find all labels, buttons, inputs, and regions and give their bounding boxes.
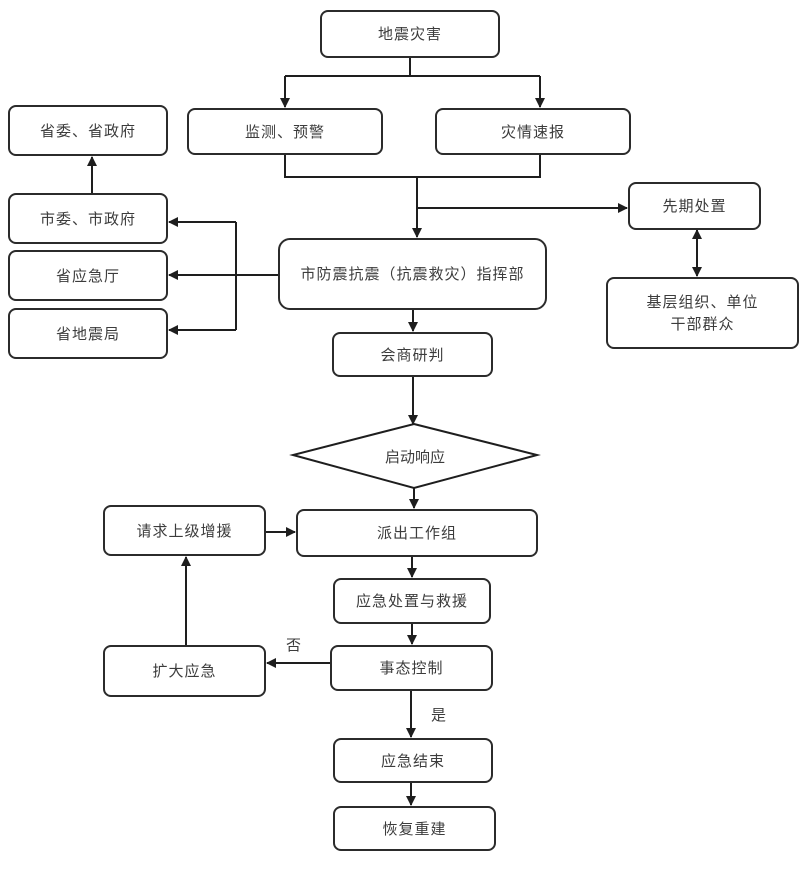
node-province-gov: 省委、省政府 — [8, 105, 168, 156]
node-province-seismic: 省地震局 — [8, 308, 168, 359]
node-dispatch-label: 派出工作组 — [376, 524, 457, 542]
node-disaster-label: 地震灾害 — [377, 25, 442, 43]
node-province-emergency: 省应急厅 — [8, 250, 168, 301]
node-rescue-label: 应急处置与救援 — [355, 592, 468, 610]
node-province-emergency-label: 省应急厅 — [55, 266, 120, 285]
node-grassroots: 基层组织、单位 干部群众 — [606, 277, 799, 349]
node-report-label: 灾情速报 — [500, 122, 565, 141]
node-grassroots-line1: 基层组织、单位 — [646, 293, 759, 311]
node-city-gov: 市委、市政府 — [8, 193, 168, 244]
node-control-label: 事态控制 — [379, 659, 444, 677]
edge-label-yes: 是 — [431, 706, 447, 724]
node-province-seismic-label: 省地震局 — [55, 324, 120, 343]
node-start-response-label: 启动响应 — [384, 447, 445, 466]
edge-label-no: 否 — [286, 636, 302, 654]
node-grassroots-line2: 干部群众 — [670, 315, 735, 333]
edge-command-left — [235, 222, 278, 330]
node-city-gov-label: 市委、市政府 — [39, 209, 136, 228]
node-report: 灾情速报 — [435, 108, 631, 155]
node-command-label: 市防震抗震（抗震救灾）指挥部 — [300, 265, 525, 283]
node-rebuild: 恢复重建 — [333, 806, 496, 851]
edge-merge — [284, 155, 541, 237]
node-request-support-label: 请求上级增援 — [136, 521, 233, 540]
node-disaster: 地震灾害 — [320, 10, 500, 58]
node-initial-response-label: 先期处置 — [662, 197, 727, 215]
node-rebuild-label: 恢复重建 — [382, 819, 447, 838]
node-initial-response: 先期处置 — [628, 182, 761, 230]
edge-disaster-split — [285, 58, 540, 77]
node-monitor: 监测、预警 — [187, 108, 383, 155]
node-dispatch: 派出工作组 — [296, 509, 538, 557]
node-province-gov-label: 省委、省政府 — [39, 121, 136, 140]
node-expand: 扩大应急 — [103, 645, 266, 697]
node-request-support: 请求上级增援 — [103, 505, 266, 556]
node-end: 应急结束 — [333, 738, 493, 783]
node-end-label: 应急结束 — [380, 751, 445, 770]
node-rescue: 应急处置与救援 — [333, 578, 491, 624]
node-expand-label: 扩大应急 — [152, 662, 217, 680]
node-control: 事态控制 — [330, 645, 493, 691]
node-consult-label: 会商研判 — [380, 345, 445, 364]
node-command: 市防震抗震（抗震救灾）指挥部 — [278, 238, 547, 310]
node-consult: 会商研判 — [332, 332, 493, 377]
node-monitor-label: 监测、预警 — [244, 122, 325, 141]
